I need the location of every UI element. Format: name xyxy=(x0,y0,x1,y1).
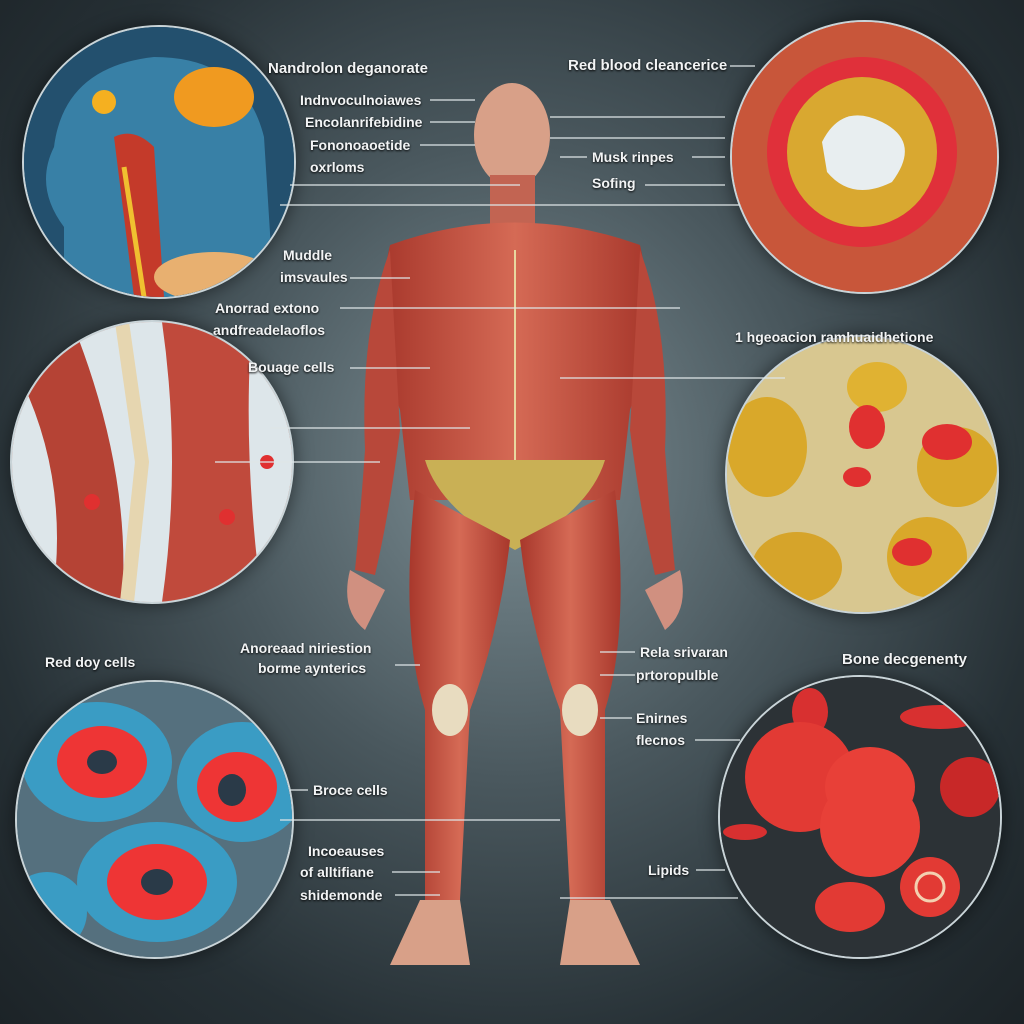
red-blood-cells-inset xyxy=(718,675,1002,959)
label-incoe-3: shidemonde xyxy=(300,887,383,903)
label-brace: Broce cells xyxy=(313,782,388,798)
label-red-blood: Red blood cleancerice xyxy=(568,57,728,74)
label-lipids: Lipids xyxy=(648,862,690,878)
label-incoe-2: of alltifiane xyxy=(300,864,374,880)
fat-cells-inset xyxy=(725,335,999,614)
label-rela-2: prtoropulble xyxy=(636,667,719,683)
label-fononoa-2: oxrloms xyxy=(310,159,365,175)
label-red-doy: Red doy cells xyxy=(45,654,136,670)
label-enir-2: flecnos xyxy=(636,732,686,748)
label-indnvo: Indnvoculnoiawes xyxy=(300,92,422,108)
label-sofing: Sofing xyxy=(592,175,636,191)
label-muddle-1: Muddle xyxy=(283,247,332,263)
label-encolan: Encolanrifebidine xyxy=(305,114,423,130)
label-rela-1: Rela srivaran xyxy=(640,644,728,660)
label-anorrad-2: andfreadelaoflos xyxy=(213,322,326,338)
label-anoreaad-2: borme aynterics xyxy=(258,660,367,676)
blue-cells-inset xyxy=(15,680,294,959)
label-bone: Bone decgenenty xyxy=(842,651,968,668)
label-bouage: Bouage cells xyxy=(248,359,335,375)
human-muscle-figure xyxy=(347,83,683,965)
label-muddle-2: imsvaules xyxy=(280,269,348,285)
head-anatomy-inset xyxy=(22,25,296,299)
label-anoreaad-1: Anoreaad niriestion xyxy=(240,640,372,656)
label-fononoa-1: Fononoaoetide xyxy=(310,137,411,153)
label-enir-1: Enirnes xyxy=(636,710,688,726)
label-hgeo: 1 hgeoacion ramhuaidhetione xyxy=(735,329,934,345)
label-incoe-1: Incoeauses xyxy=(308,843,385,859)
blood-vessel-inset xyxy=(730,20,999,294)
label-nandrolon: Nandrolon deganorate xyxy=(268,60,429,77)
label-anorrad-1: Anorrad extono xyxy=(215,300,320,316)
label-musk: Musk rinpes xyxy=(592,149,674,165)
